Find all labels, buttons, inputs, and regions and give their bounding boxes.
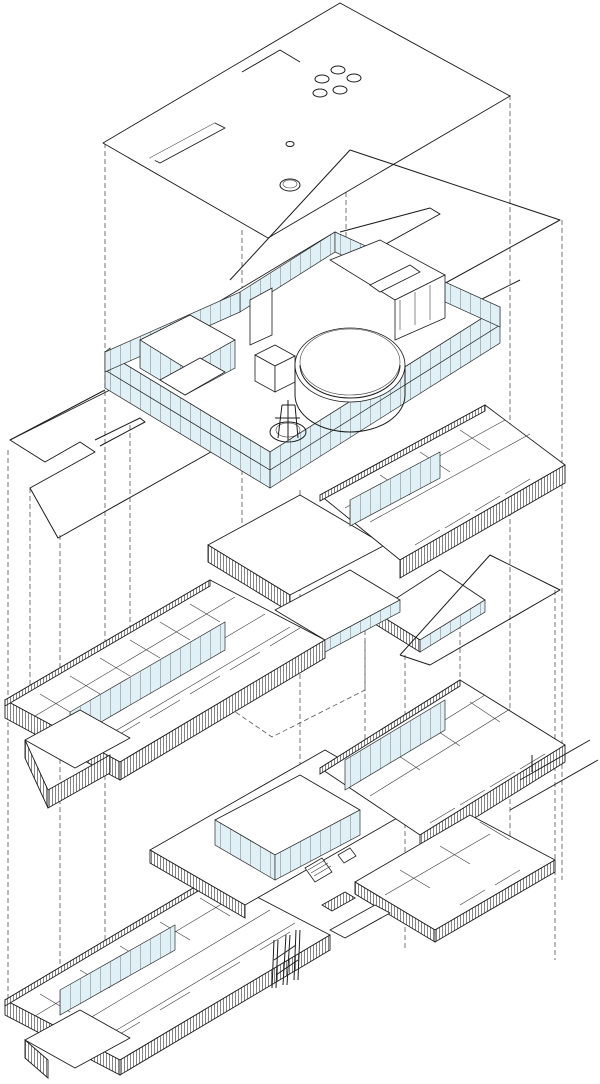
- staircase-icon: [304, 847, 357, 883]
- first-floor: [4, 404, 566, 809]
- roof-skylight-icon: [279, 65, 362, 192]
- ground-floor: [4, 679, 599, 1079]
- ground-floor-annex-rooms: [384, 821, 521, 906]
- upper-pavilion-floor: [9, 149, 561, 539]
- roof-plate: [102, 2, 511, 239]
- spiral-stair-icon: [269, 400, 307, 443]
- oval-hall: [294, 327, 406, 433]
- entrance-columns-icon: [271, 929, 301, 989]
